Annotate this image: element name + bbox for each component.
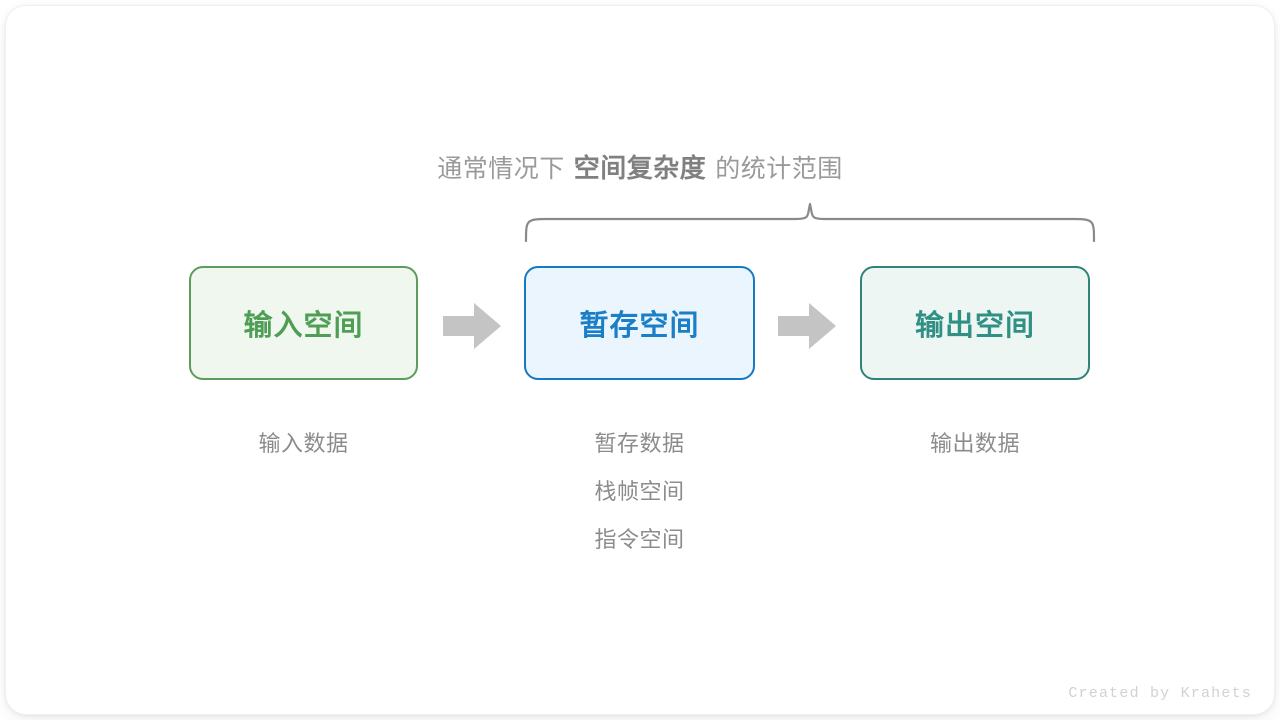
sublabels-output: 输出数据 bbox=[860, 420, 1090, 468]
sublabel-item: 栈帧空间 bbox=[594, 479, 685, 504]
caption-suffix: 的统计范围 bbox=[715, 155, 843, 183]
caption-prefix: 通常情况下 bbox=[437, 155, 565, 183]
sublabels-temp: 暂存数据 栈帧空间 指令空间 bbox=[524, 420, 755, 564]
box-output-space-label: 输出空间 bbox=[914, 310, 1035, 342]
box-input-space-label: 输入空间 bbox=[243, 310, 364, 342]
sublabel-item: 输入数据 bbox=[258, 431, 349, 456]
sublabels-input: 输入数据 bbox=[189, 420, 418, 468]
diagram-caption: 通常情况下空间复杂度的统计范围 bbox=[6, 148, 1274, 189]
right-arrow-icon bbox=[778, 303, 836, 349]
footer-credit: Created by Krahets bbox=[1068, 685, 1252, 702]
diagram-stage: 通常情况下空间复杂度的统计范围 输入空间 暂存空间 输出空间 输入数据 暂存数据 bbox=[6, 6, 1274, 714]
box-output-space[interactable]: 输出空间 bbox=[860, 266, 1090, 380]
sublabel-item: 暂存数据 bbox=[594, 431, 685, 456]
curly-brace-icon bbox=[524, 202, 1096, 243]
box-input-space[interactable]: 输入空间 bbox=[189, 266, 418, 380]
sublabel-item: 指令空间 bbox=[594, 527, 685, 552]
box-temp-space[interactable]: 暂存空间 bbox=[524, 266, 755, 380]
right-arrow-icon bbox=[443, 303, 501, 349]
sublabel-item: 输出数据 bbox=[929, 431, 1020, 456]
diagram-card: 通常情况下空间复杂度的统计范围 输入空间 暂存空间 输出空间 输入数据 暂存数据 bbox=[6, 6, 1274, 714]
caption-emphasis: 空间复杂度 bbox=[573, 153, 707, 183]
box-temp-space-label: 暂存空间 bbox=[579, 310, 700, 342]
